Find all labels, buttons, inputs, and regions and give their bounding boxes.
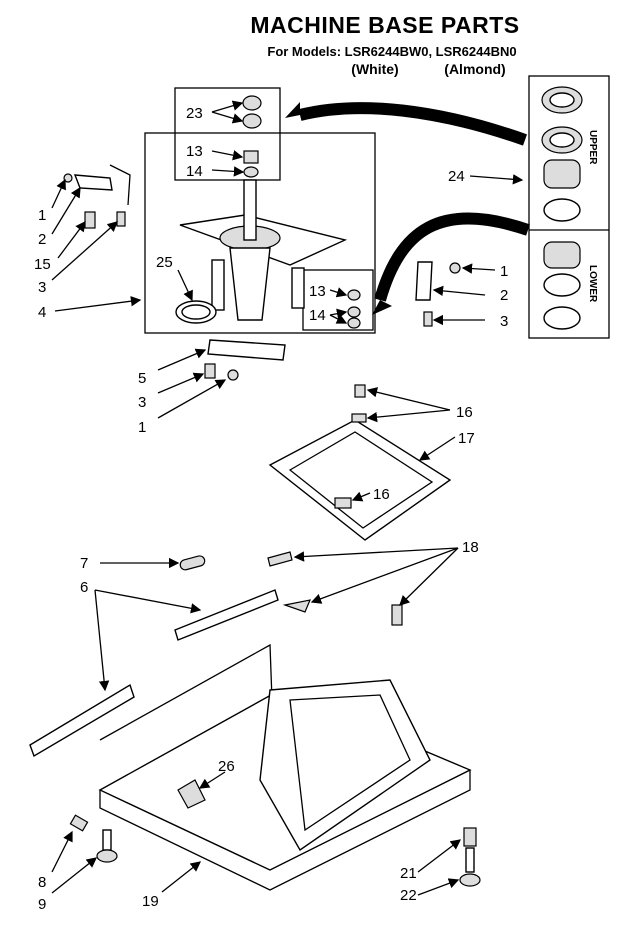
callout-4: 4 bbox=[38, 304, 46, 321]
pointer-arrowhead-upper bbox=[285, 102, 300, 118]
upper-seal bbox=[543, 198, 581, 222]
part-6-lower bbox=[29, 683, 135, 758]
callout-5: 5 bbox=[138, 370, 146, 387]
part-7 bbox=[179, 555, 206, 571]
frame-17 bbox=[268, 384, 452, 541]
part-18-a bbox=[267, 551, 293, 567]
bearing-inset-24: UPPER LOWER bbox=[528, 75, 610, 339]
part-14-lower-a bbox=[347, 306, 361, 318]
inset-box-23 bbox=[174, 87, 281, 181]
color-white-label: (White) bbox=[351, 61, 399, 77]
foot-right-stem bbox=[465, 847, 475, 873]
callout-13-upper: 13 bbox=[186, 143, 203, 160]
callout-21: 21 bbox=[400, 865, 417, 882]
foot-left-stem bbox=[102, 829, 112, 851]
drive-assembly-frame bbox=[144, 132, 376, 334]
part-13-upper bbox=[243, 150, 259, 164]
callout-2-left: 2 bbox=[38, 231, 46, 248]
part-1-screw-right bbox=[449, 262, 461, 274]
drive-shaft bbox=[243, 179, 257, 241]
part-13-lower bbox=[347, 289, 361, 301]
part-1-screw-left bbox=[63, 173, 73, 183]
part-3-bottom bbox=[204, 363, 216, 379]
part-2-bracket-right bbox=[415, 261, 433, 301]
model-numbers: For Models: LSR6244BW0, LSR6244BN0 bbox=[267, 44, 517, 59]
part-25-ring-inner bbox=[181, 304, 211, 320]
callout-3-left: 3 bbox=[38, 279, 46, 296]
pointer-arrow-upper bbox=[298, 102, 527, 146]
upper-assembly bbox=[63, 87, 461, 381]
callout-1-left: 1 bbox=[38, 207, 46, 224]
part-26 bbox=[177, 779, 206, 809]
callout-24: 24 bbox=[448, 168, 465, 185]
part-23-lower bbox=[242, 113, 262, 129]
drive-body bbox=[229, 247, 271, 321]
leader-lines bbox=[51, 100, 524, 896]
upper-label: UPPER bbox=[587, 130, 598, 165]
color-almond-label: (Almond) bbox=[444, 61, 506, 77]
lower-label: LOWER bbox=[587, 265, 598, 303]
callout-numbers: 1 2 15 3 4 25 23 13 14 24 13 14 1 2 3 5 … bbox=[34, 105, 508, 913]
part-14-lower-b bbox=[347, 317, 361, 329]
part-1-screw-bottom bbox=[227, 369, 239, 381]
part-18-b bbox=[282, 599, 311, 613]
part-3-right bbox=[423, 311, 433, 327]
leg-left bbox=[211, 259, 225, 311]
part-18-c bbox=[391, 604, 403, 626]
callout-1-right: 1 bbox=[500, 263, 508, 280]
callout-7: 7 bbox=[80, 555, 88, 572]
spring-wire bbox=[109, 164, 131, 206]
callout-14-lower: 14 bbox=[309, 307, 326, 324]
part-8 bbox=[69, 814, 89, 832]
part-16-clip bbox=[351, 413, 367, 423]
callout-6: 6 bbox=[80, 579, 88, 596]
part-14-upper bbox=[243, 166, 259, 178]
callout-22: 22 bbox=[400, 887, 417, 904]
upper-gear bbox=[543, 159, 581, 189]
callout-23: 23 bbox=[186, 105, 203, 122]
part-22-foot bbox=[459, 873, 481, 887]
part-3-left bbox=[116, 211, 126, 227]
callout-3-right: 3 bbox=[500, 313, 508, 330]
callout-19: 19 bbox=[142, 893, 159, 910]
diagram-title: MACHINE BASE PARTS bbox=[250, 12, 520, 38]
callout-2-right: 2 bbox=[500, 287, 508, 304]
callout-17: 17 bbox=[458, 430, 475, 447]
part-16-lower bbox=[334, 497, 352, 509]
lower-seal-2 bbox=[543, 306, 581, 330]
part-23-upper bbox=[242, 95, 262, 111]
callout-13-lower: 13 bbox=[309, 283, 326, 300]
part-6-upper bbox=[174, 589, 279, 641]
callout-9: 9 bbox=[38, 896, 46, 913]
part-2-bracket-left bbox=[73, 174, 113, 191]
callout-16-lower: 16 bbox=[373, 486, 390, 503]
part-21 bbox=[463, 827, 477, 847]
part-16-top bbox=[354, 384, 366, 398]
callout-3-bottom: 3 bbox=[138, 394, 146, 411]
lower-seal-1 bbox=[543, 273, 581, 297]
callout-18: 18 bbox=[462, 539, 479, 556]
lower-gear bbox=[543, 241, 581, 269]
callout-26: 26 bbox=[218, 758, 235, 775]
callout-8: 8 bbox=[38, 874, 46, 891]
callout-16-top: 16 bbox=[456, 404, 473, 421]
callout-25: 25 bbox=[156, 254, 173, 271]
pointer-arrow-lower bbox=[374, 212, 530, 302]
part-15 bbox=[84, 211, 96, 229]
callout-15: 15 bbox=[34, 256, 51, 273]
leg-right bbox=[291, 267, 305, 309]
callout-1-bottom: 1 bbox=[138, 419, 146, 436]
callout-14-upper: 14 bbox=[186, 163, 203, 180]
pointer-arrowhead-lower bbox=[372, 300, 392, 315]
base-assembly bbox=[29, 551, 481, 891]
part-5-bracket bbox=[207, 339, 286, 361]
part-9-foot bbox=[96, 849, 118, 863]
